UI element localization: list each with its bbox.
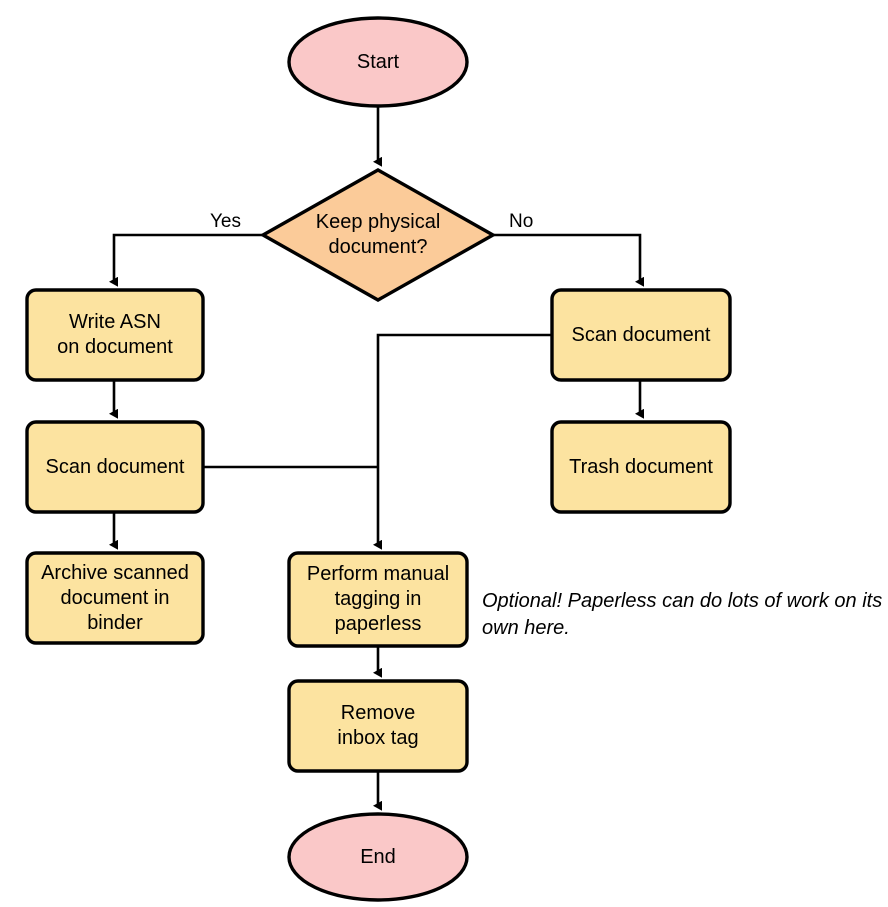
node-remove-inbox-tag-shape[interactable] xyxy=(287,679,469,773)
node-end-shape[interactable] xyxy=(287,812,469,902)
node-start-shape[interactable] xyxy=(287,16,469,108)
node-scan-document-right-shape[interactable] xyxy=(550,288,732,382)
optional-note-annotation: Optional! Paperless can do lots of work … xyxy=(482,590,883,639)
edge-decision-yes-to-write-asn xyxy=(109,233,263,287)
node-write-asn-shape[interactable] xyxy=(25,288,205,382)
node-scan-document-left-shape[interactable] xyxy=(25,420,205,514)
node-archive-binder-shape[interactable] xyxy=(25,551,205,645)
node-layer xyxy=(25,16,732,902)
node-decision-keep-physical-shape[interactable] xyxy=(259,168,497,302)
node-trash-document-shape[interactable] xyxy=(550,420,732,514)
edge-label-no: No xyxy=(509,211,534,232)
edge-scan-right-to-manual-tagging xyxy=(373,333,552,550)
node-manual-tagging-shape[interactable] xyxy=(287,551,469,648)
edge-decision-no-to-scan-right xyxy=(493,233,644,287)
edge-label-yes: Yes xyxy=(210,211,241,232)
edge-layer xyxy=(109,107,644,811)
